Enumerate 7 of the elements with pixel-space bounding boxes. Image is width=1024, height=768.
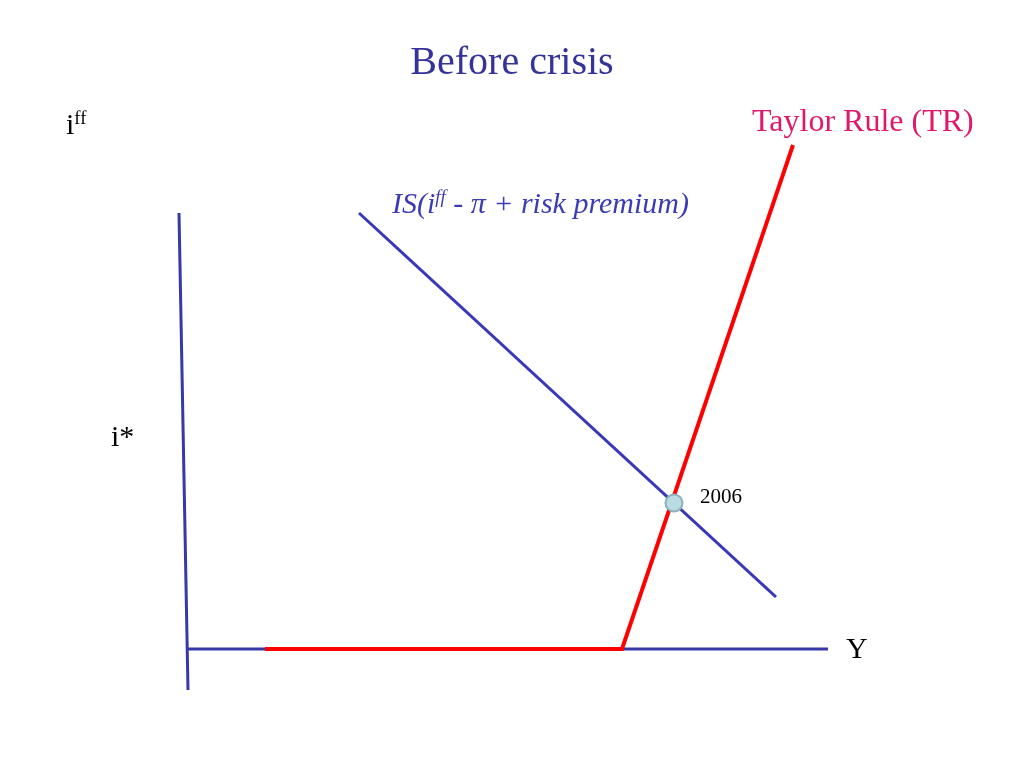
axis-label: Y [846,631,868,666]
axis-label: i* [111,419,135,454]
title: Before crisis [410,38,614,83]
curve-label: Taylor Rule (TR) [752,102,974,139]
axis-label: i$^{ff}$ [66,107,87,142]
point-label: 2006 [700,484,742,509]
curve-label: IS(i$^{ff}$ - π + risk premium) [392,186,689,221]
